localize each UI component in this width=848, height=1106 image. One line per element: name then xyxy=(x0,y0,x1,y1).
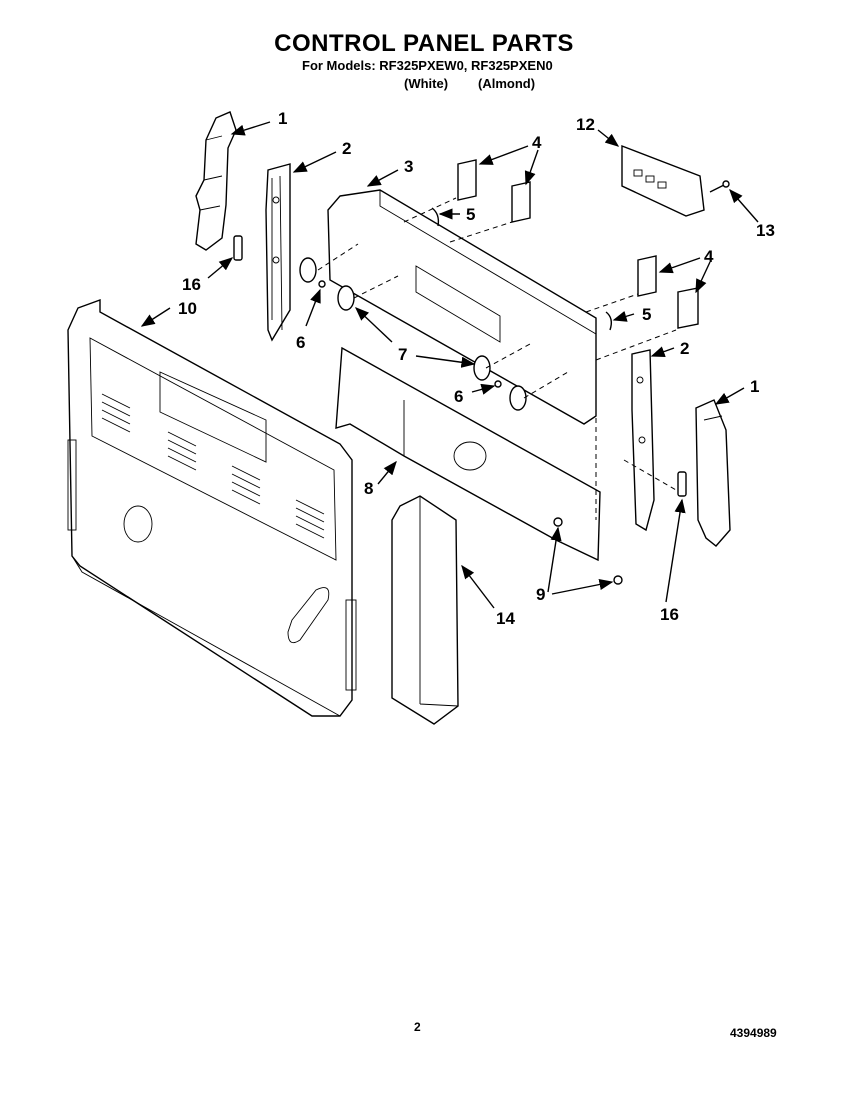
callout-10: 10 xyxy=(178,299,197,318)
callout-2-left: 2 xyxy=(342,139,351,158)
callout-4-right: 4 xyxy=(704,247,714,266)
part-7-knob xyxy=(299,257,527,411)
callout-2-right: 2 xyxy=(680,339,689,358)
part-2-bracket-right xyxy=(631,349,655,532)
callout-1-right: 1 xyxy=(750,377,759,396)
part-10-rear-panel xyxy=(67,299,357,717)
part-14-side-trim xyxy=(391,495,459,725)
callout-6-left: 6 xyxy=(296,333,305,352)
callout-labels: 1 2 3 4 5 12 13 4 5 2 1 6 7 6 8 9 10 16 … xyxy=(178,109,775,628)
part-2-bracket-left xyxy=(265,163,291,342)
page-number: 2 xyxy=(414,1020,421,1034)
callout-8: 8 xyxy=(364,479,373,498)
part-3-control-panel xyxy=(327,189,597,425)
callout-1-left: 1 xyxy=(278,109,287,128)
part-16-clip-left xyxy=(233,235,243,261)
page-title: CONTROL PANEL PARTS xyxy=(274,30,574,57)
alignment-lines xyxy=(317,197,677,520)
part-16-clip-right xyxy=(677,471,687,497)
callout-9: 9 xyxy=(536,585,545,604)
callout-3: 3 xyxy=(404,157,413,176)
part-4-switch xyxy=(457,159,699,329)
part-5-wire-clip xyxy=(431,207,613,331)
callout-12: 12 xyxy=(576,115,595,134)
callout-16-left: 16 xyxy=(182,275,201,294)
part-9-screw xyxy=(553,517,623,585)
part-1-end-cap-right xyxy=(695,399,731,547)
part-13-screw xyxy=(709,180,730,193)
callout-13: 13 xyxy=(756,221,775,240)
finish-almond-label: (Almond) xyxy=(478,76,536,91)
model-numbers: For Models: RF325PXEW0, RF325PXEN0 xyxy=(302,58,553,73)
callout-5-right: 5 xyxy=(642,305,651,324)
finish-white-label: (White) xyxy=(404,76,449,91)
callout-7: 7 xyxy=(398,345,407,364)
part-8-panel-support xyxy=(335,346,601,562)
callout-6-right: 6 xyxy=(454,387,463,406)
callout-4-top: 4 xyxy=(532,133,542,152)
callout-5-top: 5 xyxy=(466,205,475,224)
leader-arrows xyxy=(140,121,759,609)
callout-16-right: 16 xyxy=(660,605,679,624)
part-1-end-cap-left xyxy=(195,111,237,251)
callout-14: 14 xyxy=(496,609,515,628)
document-number: 4394989 xyxy=(730,1026,777,1040)
part-12-control-board xyxy=(621,144,705,217)
